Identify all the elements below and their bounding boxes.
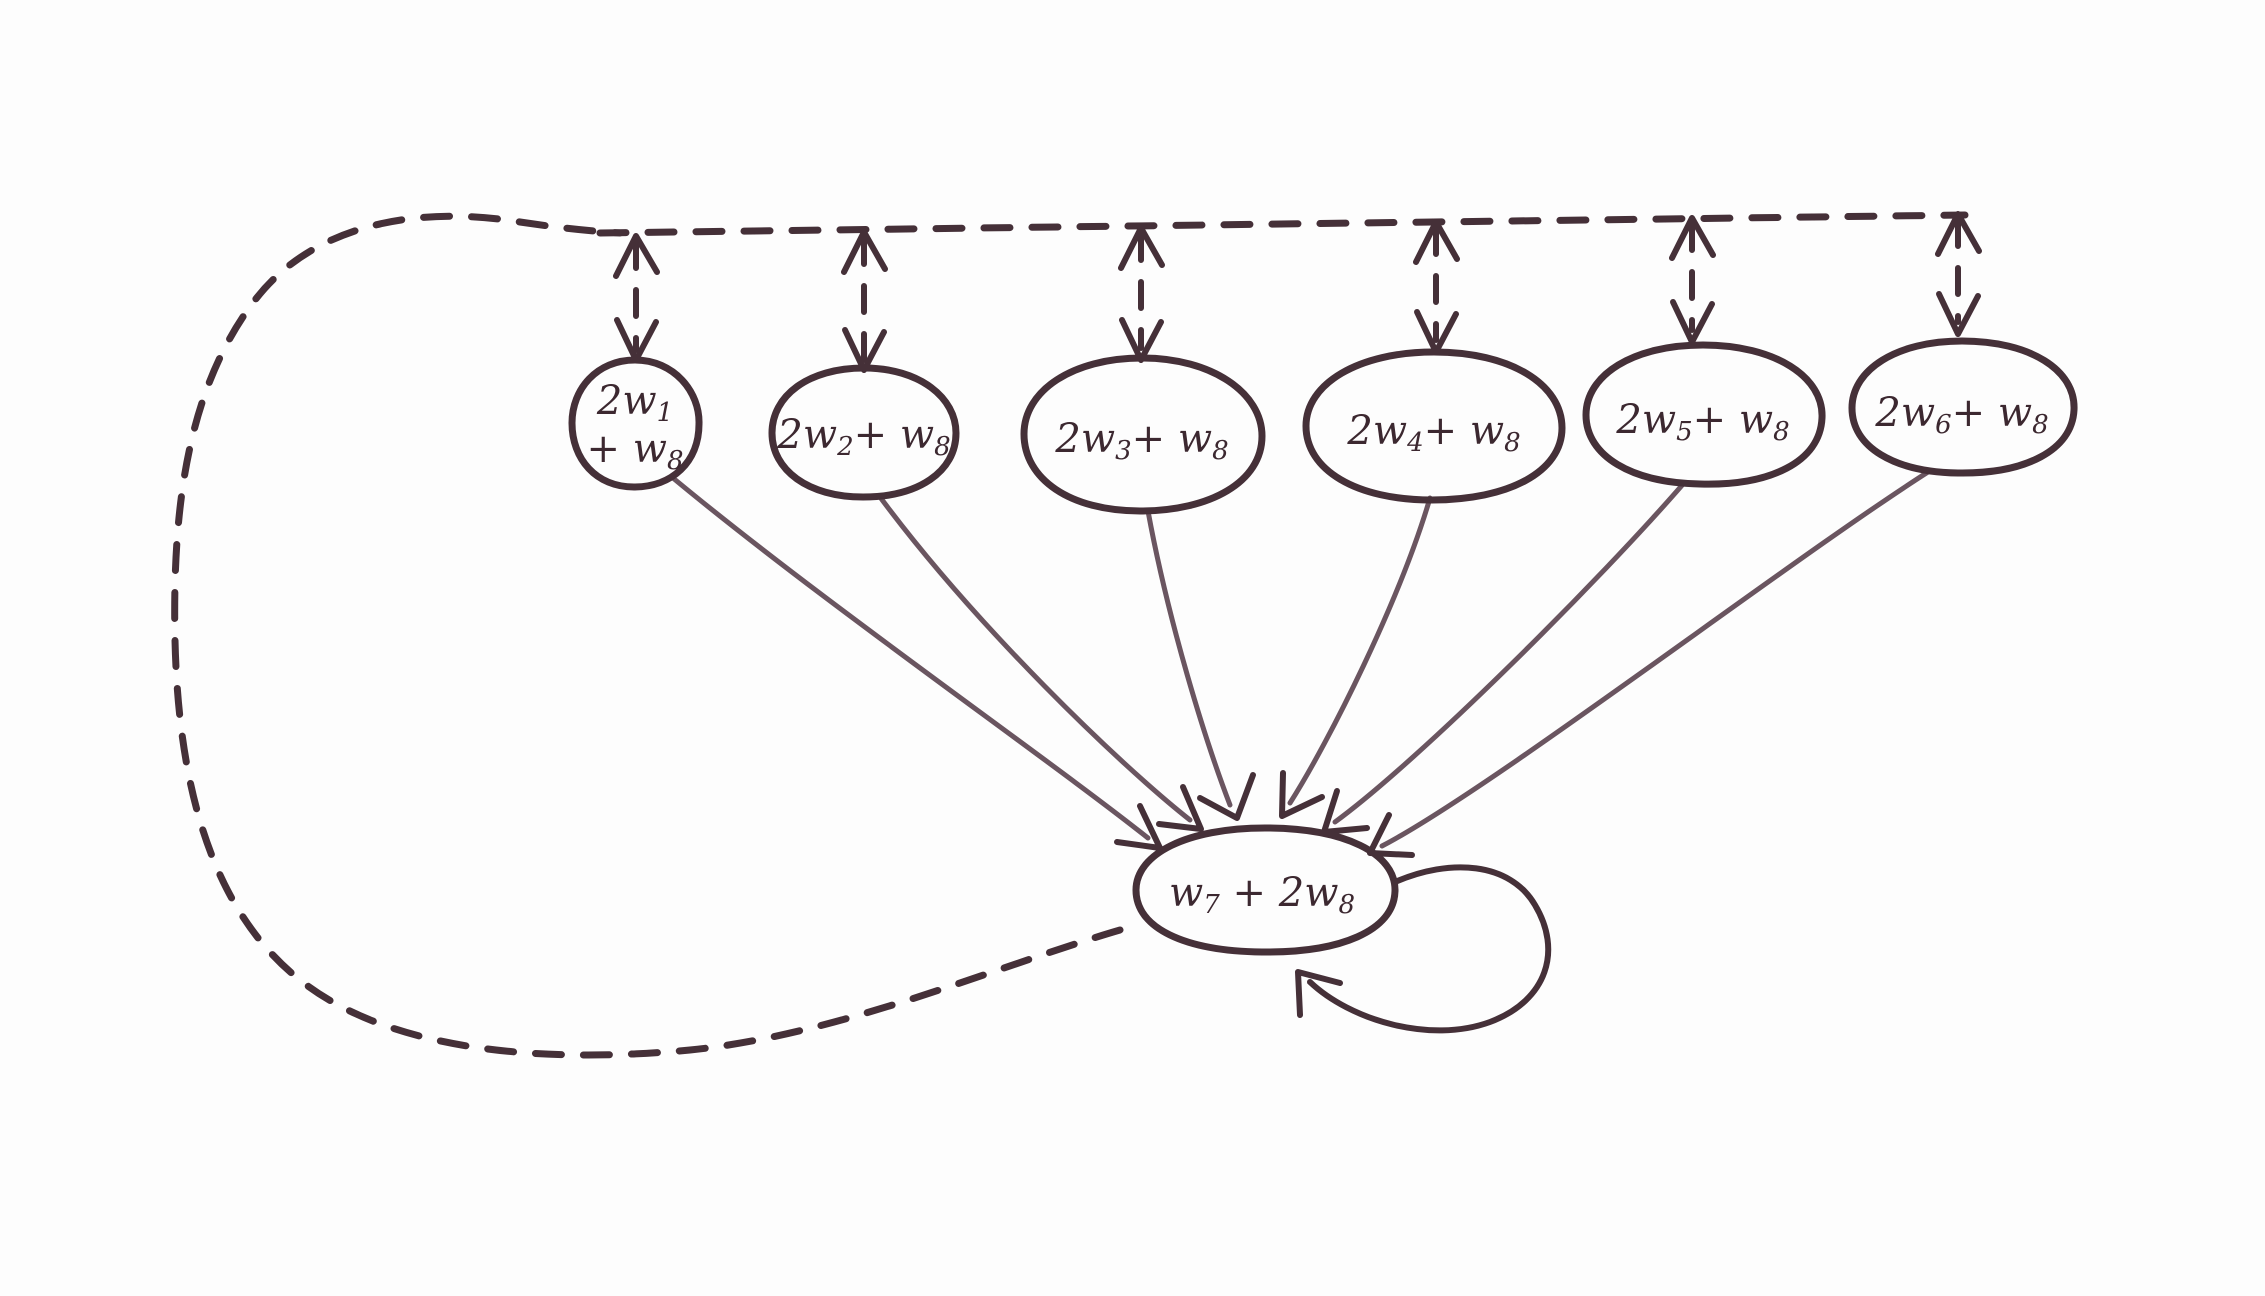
dashed-vertical-arrow-n3 xyxy=(1118,225,1165,363)
edge-n6-to-n7 xyxy=(1367,469,1931,858)
dashed-vertical-arrow-n6 xyxy=(1935,211,1982,337)
edge-n3-to-n7 xyxy=(1145,508,1256,821)
node-n2[interactable]: 2w2+ w8 xyxy=(768,364,960,501)
edge-n1-to-n7 xyxy=(670,475,1163,851)
node-n4[interactable]: 2w4+ w8 xyxy=(1302,348,1566,504)
dashed-vertical-arrow-n4 xyxy=(1413,219,1460,355)
node-n6-label: 2w6+ w8 xyxy=(1874,390,2048,440)
dashed-vertical-arrow-n5 xyxy=(1669,215,1716,345)
node-n5-label: 2w5+ w8 xyxy=(1615,397,1789,447)
edge-n4-to-n7 xyxy=(1279,495,1433,819)
node-n1-label-line2: + w8 xyxy=(586,426,683,476)
node-n5[interactable]: 2w5+ w8 xyxy=(1582,341,1826,488)
dashed-vertical-arrow-n2 xyxy=(841,229,888,373)
edge-n5-to-n7 xyxy=(1321,480,1687,835)
node-n4-label: 2w4+ w8 xyxy=(1346,408,1520,458)
node-n6[interactable]: 2w6+ w8 xyxy=(1848,337,2078,477)
edge-n2-to-n7 xyxy=(877,494,1204,832)
dashed-backbone-loop xyxy=(171,211,1969,1059)
node-n2-label: 2w2+ w8 xyxy=(776,412,950,462)
node-n3-label: 2w3+ w8 xyxy=(1054,416,1228,466)
node-n1[interactable]: 2w1 + w8 xyxy=(568,356,703,491)
node-n3[interactable]: 2w3+ w8 xyxy=(1020,354,1266,515)
dashed-vertical-arrow-n1 xyxy=(613,233,660,363)
node-n7[interactable]: w7 + 2w8 xyxy=(1132,824,1399,956)
self-loop-n7 xyxy=(1295,864,1552,1034)
node-n7-label: w7 + 2w8 xyxy=(1169,870,1355,920)
node-n1-label-line1: 2w1 xyxy=(596,378,673,428)
